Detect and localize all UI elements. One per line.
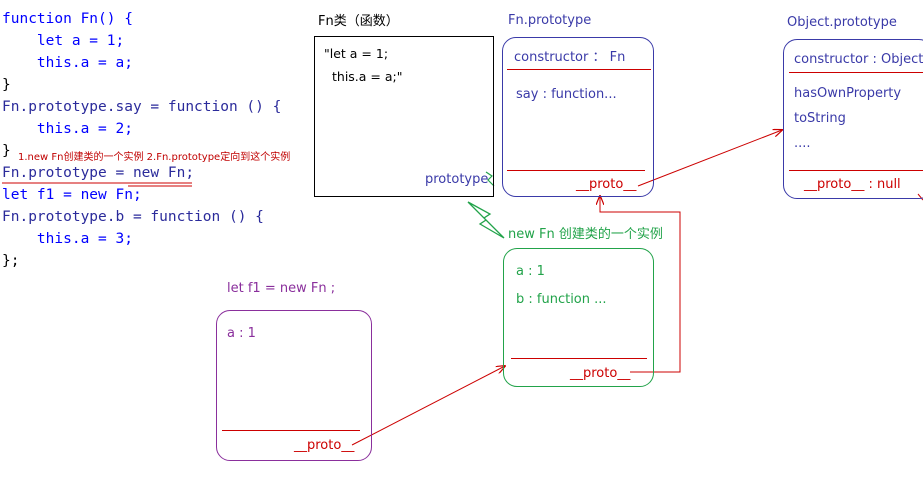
- lightning-icon: [467, 201, 505, 239]
- fn-prototype-divider-bottom: [507, 170, 645, 171]
- code-line-10: Fn.prototype.b = function () {: [2, 206, 281, 228]
- fn-prototype-title: Fn.prototype: [508, 13, 592, 28]
- code-line-1: function Fn() {: [2, 8, 281, 30]
- code-line-1-text: function Fn() {: [2, 11, 133, 27]
- code-line-9: let f1 = new Fn;: [2, 184, 281, 206]
- fn-prototype-constructor: constructor ： Fn: [514, 50, 626, 65]
- code-listing: function Fn() { let a = 1; this.a = a; }…: [2, 8, 281, 272]
- code-line-3-text: this.a = a;: [2, 55, 133, 71]
- arrow-instance-to-fnproto: [600, 196, 681, 373]
- f1-a: a : 1: [227, 326, 256, 341]
- arrow-fnproto-to-objproto: [637, 130, 782, 187]
- code-line-3: this.a = a;: [2, 52, 281, 74]
- object-prototype-constructor: constructor : Object: [794, 52, 923, 67]
- fn-prototype-box: [502, 37, 654, 197]
- code-line-5-text: Fn.prototype.say = function () {: [2, 99, 282, 115]
- object-prototype-tostring: toString: [794, 111, 846, 126]
- new-instance-box: [503, 248, 654, 387]
- prototype-bolt-icon: [485, 171, 495, 187]
- code-line-8: Fn.prototype = new Fn;: [2, 162, 281, 184]
- code-line-4: }: [2, 74, 281, 96]
- code-line-4-text: }: [2, 77, 11, 93]
- object-prototype-proto: __proto__ : null: [804, 177, 901, 192]
- new-instance-a: a : 1: [516, 264, 545, 279]
- new-instance-proto: __proto__: [570, 366, 631, 381]
- fn-class-body-line2: this.a = a;": [332, 69, 403, 84]
- object-prototype-ellipsis: ....: [794, 136, 811, 151]
- f1-box: [216, 310, 372, 461]
- f1-proto: __proto__: [294, 438, 355, 453]
- code-line-12-text: };: [2, 253, 20, 269]
- new-instance-b: b : function ...: [516, 292, 607, 307]
- object-prototype-divider-bottom: [789, 170, 923, 171]
- code-line-9-text: let f1 = new Fn;: [2, 187, 142, 203]
- object-prototype-box: [783, 39, 923, 199]
- fn-prototype-divider-top: [507, 69, 651, 70]
- new-instance-label: new Fn 创建类的一个实例: [508, 227, 663, 242]
- f1-divider: [222, 430, 360, 431]
- fn-class-box: [314, 36, 494, 197]
- fn-prototype-proto: __proto__: [576, 177, 637, 192]
- fn-class-body-line1: "let a = 1;: [324, 46, 389, 61]
- fn-class-title: Fn类（函数）: [318, 14, 399, 29]
- new-instance-divider: [511, 358, 647, 359]
- code-line-8-text: Fn.prototype = new Fn;: [2, 165, 195, 181]
- code-line-6-text: this.a = 2;: [2, 121, 133, 137]
- code-line-6: this.a = 2;: [2, 118, 281, 140]
- code-note: 1.new Fn创建类的一个实例 2.Fn.prototype定向到这个实例: [18, 152, 291, 163]
- fn-class-prototype-label: prototype: [425, 172, 489, 187]
- code-line-2-text: let a = 1;: [2, 33, 125, 49]
- code-line-10-text: Fn.prototype.b = function () {: [2, 209, 264, 225]
- object-prototype-divider-top: [789, 72, 923, 73]
- code-line-12: };: [2, 250, 281, 272]
- fn-prototype-say: say : function...: [516, 87, 617, 102]
- code-line-2: let a = 1;: [2, 30, 281, 52]
- code-line-11: this.a = 3;: [2, 228, 281, 250]
- object-prototype-title: Object.prototype: [787, 15, 897, 30]
- code-line-7-text: }: [2, 143, 11, 159]
- object-prototype-hasownproperty: hasOwnProperty: [794, 86, 902, 101]
- f1-label: let f1 = new Fn ;: [227, 281, 336, 296]
- code-line-7: }: [2, 140, 281, 162]
- code-line-5: Fn.prototype.say = function () {: [2, 96, 281, 118]
- arrow-f1-to-instance: [351, 366, 505, 446]
- code-line-11-text: this.a = 3;: [2, 231, 133, 247]
